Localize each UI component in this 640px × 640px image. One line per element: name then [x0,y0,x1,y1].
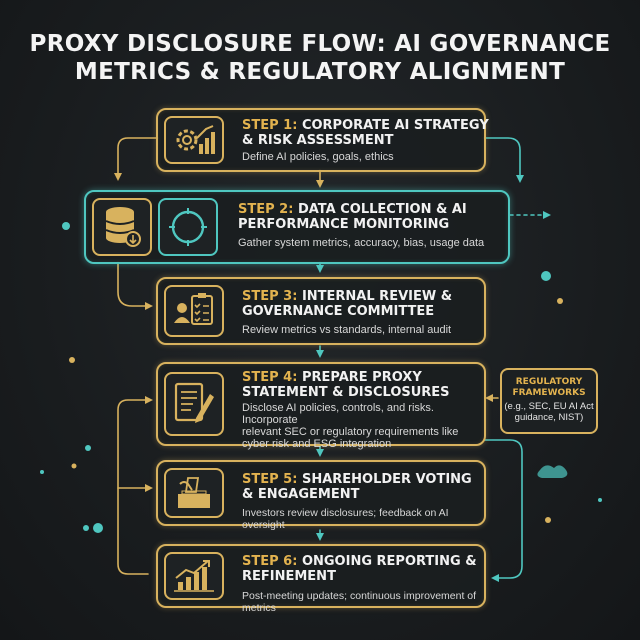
step-6-title-line-2: REFINEMENT [242,569,336,584]
decorative-dots [40,222,602,533]
step-2-title-line-2: PERFORMANCE MONITORING [238,217,450,232]
step-2-description: Gather system metrics, accuracy, bias, u… [238,237,485,249]
step-2-gauge-frame [158,198,218,256]
arrow-step1-right-loop [483,137,524,183]
arrow-step2-to-step3-loop [117,261,153,310]
committee-checklist-icon [174,293,213,325]
step-3-title-line-1: INTERNAL REVIEW & [301,289,453,304]
regulatory-title-line-2: FRAMEWORKS [512,388,586,398]
step-6-title-line-1: ONGOING REPORTING & [301,554,477,569]
step-6-box: STEP 6: ONGOING REPORTING & REFINEMENT P… [156,544,486,614]
step-1-title: STEP 1: CORPORATE AI STRATEGY & RISK ASS… [242,118,489,148]
step-5-box: STEP 5: SHAREHOLDER VOTING & ENGAGEMENT … [156,460,486,531]
step-4-description-line-3: cyber risk and ESG integration [242,438,392,450]
step-2-title-line-1: DATA COLLECTION & AI [297,202,467,217]
step-5-title: STEP 5: SHAREHOLDER VOTING & ENGAGEMENT [242,472,472,502]
step-2-title: STEP 2: DATA COLLECTION & AI PERFORMANCE… [238,202,467,232]
step-6-number: STEP 6: [242,554,298,569]
step-3-title-line-2: GOVERNANCE COMMITTEE [242,304,435,319]
step-1-title-line-2: & RISK ASSESSMENT [242,133,394,148]
step-3-icon-frame [164,285,224,337]
step-4-box: STEP 4: PREPARE PROXY STATEMENT & DISCLO… [156,362,486,450]
ballot-box-icon [178,477,210,508]
step-4-number: STEP 4: [242,370,298,385]
arrow-right-return-loop [483,439,523,582]
step-6-icon-frame [164,552,224,600]
database-icon [105,207,141,247]
document-pen-icon [174,382,214,423]
step-1-description: Define AI policies, goals, ethics [242,151,394,163]
arrow-feedback-left-loop [117,396,153,575]
regulatory-desc-line-2: guidance, NIST) [514,412,584,423]
step-4-title-line-2: STATEMENT & DISCLOSURES [242,385,450,400]
title-line-2: METRICS & REGULATORY ALIGNMENT [74,59,566,85]
arrow-step1-left-loop [114,137,159,181]
step-1-title-line-1: CORPORATE AI STRATEGY [301,118,489,133]
step-5-icon-frame [164,468,224,518]
step-5-description: Investors review disclosures; feedback o… [242,507,449,531]
step-6-title: STEP 6: ONGOING REPORTING & REFINEMENT [242,554,477,584]
diagram-title: PROXY DISCLOSURE FLOW: AI GOVERNANCE MET… [0,30,640,86]
step-4-description-line-1: Disclose AI policies, controls, and risk… [242,402,434,426]
step-3-description: Review metrics vs standards, internal au… [242,324,452,336]
compass-gauge-icon [169,208,207,246]
step-3-title: STEP 3: INTERNAL REVIEW & GOVERNANCE COM… [242,289,452,319]
growth-chart-icon [174,560,214,592]
regulatory-title-line-1: REGULATORY [515,377,583,387]
step-6-description: Post-meeting updates; continuous improve… [242,590,477,614]
step-4-description: Disclose AI policies, controls, and risk… [242,402,484,450]
step-4-icon-frame [164,372,224,436]
step-3-box: STEP 3: INTERNAL REVIEW & GOVERNANCE COM… [156,277,486,345]
regulatory-frameworks-box: REGULATORY FRAMEWORKS (e.g., SEC, EU AI … [500,368,598,434]
step-1-number: STEP 1: [242,118,298,133]
step-4-description-line-2: relevant SEC or regulatory requirements … [242,426,459,438]
step-4-title: STEP 4: PREPARE PROXY STATEMENT & DISCLO… [242,370,450,400]
step-3-number: STEP 3: [242,289,298,304]
step-5-title-line-2: & ENGAGEMENT [242,487,360,502]
regulatory-desc-line-1: (e.g., SEC, EU AI Act [504,401,594,412]
step-1-box: STEP 1: CORPORATE AI STRATEGY & RISK ASS… [156,108,489,172]
step-4-title-line-1: PREPARE PROXY [301,370,422,385]
title-line-1: PROXY DISCLOSURE FLOW: AI GOVERNANCE [29,31,611,57]
step-5-title-line-1: SHAREHOLDER VOTING [301,472,472,487]
step-1-icon-frame [164,116,224,164]
step-5-number: STEP 5: [242,472,298,487]
gear-chart-icon [176,125,215,154]
step-2-number: STEP 2: [238,202,294,217]
step-2-box: STEP 2: DATA COLLECTION & AI PERFORMANCE… [84,190,510,264]
step-2-database-frame [92,198,152,256]
